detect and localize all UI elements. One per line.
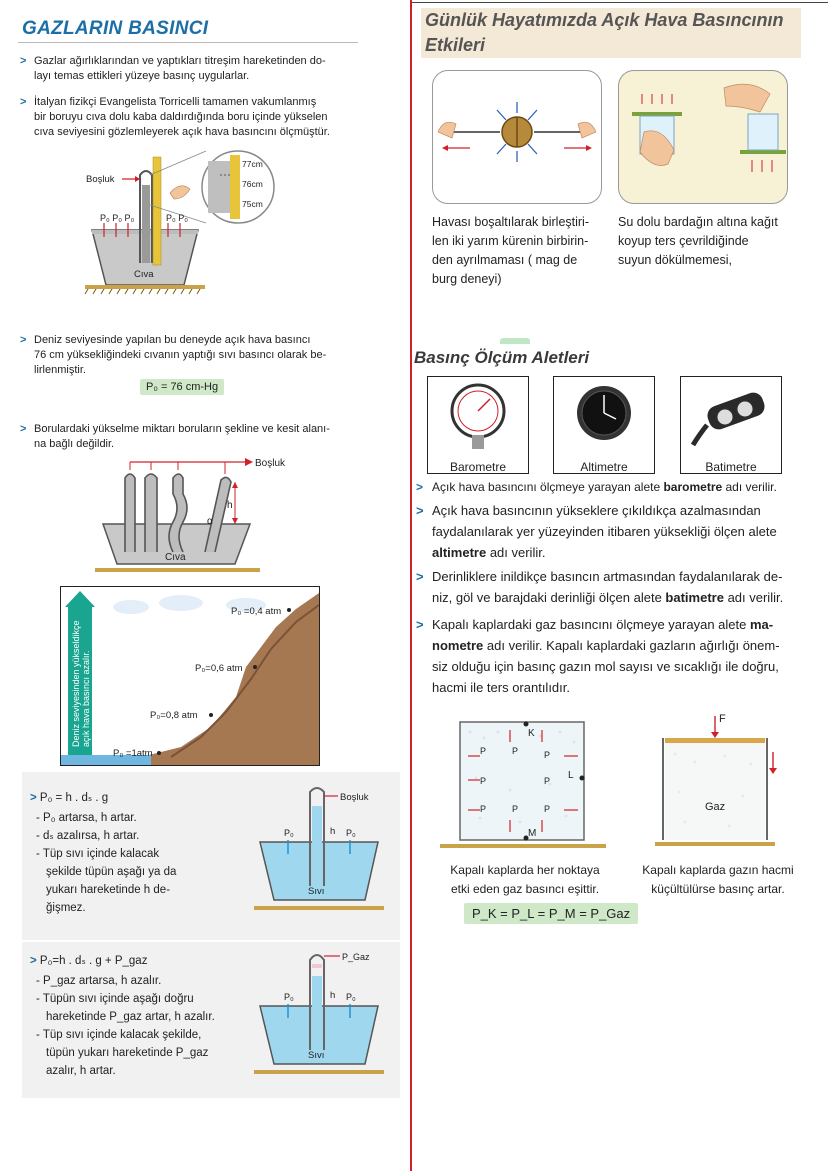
altimetre-label: Altimetre [580,460,628,474]
barometre-label: Barometre [449,460,507,474]
section-title-daily-life: Günlük Hayatımızda Açık Hava Basıncının … [421,8,801,58]
svg-text:P: P [544,750,550,760]
label-civa-2: Cıva [165,552,186,563]
svg-text:P: P [480,776,486,786]
label-77cm: 77cm [242,159,263,169]
arrow-text-2: açık hava basıncı azalır. [81,650,91,747]
batimetre-icon [690,392,765,447]
glass-figure [632,83,786,172]
bullet-arrow-icon: > [20,334,27,346]
label-p1: P₀ =1atm [113,748,153,759]
box1-formula: > P₀ = h . dₛ . g [30,792,109,804]
caption-magdeburg: Havası boşaltılarak birleştiri- len iki … [432,215,589,286]
svg-text:P: P [544,776,550,786]
bullet-arrow-icon: > [20,96,27,108]
section-title-instruments: Basınç Ölçüm Aletleri [414,348,590,367]
bullet-arrow-icon: > [416,617,424,632]
bullet-torricelli: > İtalyan fizikçi Evangelista Torricelli… [20,96,330,138]
mountain-figure: Deniz seviyesinden yükseldikçe açık hava… [61,591,319,765]
bullet-sea-level: > Deniz seviyesinde yapılan bu deneyde a… [20,334,327,376]
box2-figure: P_Gaz h P₀ P₀ Sıvı [254,952,384,1074]
caption-closed-container: Kapalı kaplarda her noktaya etki eden ga… [450,863,600,896]
barometre-card: Barometre [427,376,529,474]
label-76cm: 76cm [242,179,263,189]
batimetre-label: Batimetre [705,460,757,474]
bullet-gas-pressure: > Gazlar ağırlıklarından ve yaptıkları t… [20,55,326,82]
box2-sivi: Sıvı [308,1050,324,1061]
label-gaz: Gaz [705,801,725,813]
label-bosluk: Boşluk [86,174,115,185]
altimetre-card: Altimetre [553,376,655,474]
arrow-text-1: Deniz seviyesinden yükseldikçe [71,620,81,747]
box2-formula: > P₀=h . dₛ . g + P_gaz [30,955,148,967]
formula-p0-76cm: P₀ = 76 cm-Hg [140,379,225,395]
svg-text:P: P [480,804,486,814]
box1-figure: Boşluk h P₀ P₀ Sıvı [254,787,384,910]
bullet-batimetre: > Derinliklere inildikçe basıncın artmas… [416,566,802,608]
magdeburg-figure [437,102,597,162]
box1-bosluk: Boşluk [340,792,369,803]
label-p08: P₀=0,8 atm [150,710,198,721]
bullet-arrow-icon: > [416,569,424,584]
label-m: M [528,828,536,839]
bullet-arrow-icon: > [416,503,424,518]
caption-glass: Su dolu bardağın altına kağıt koyup ters… [618,215,778,267]
box1-h: h [330,826,335,837]
closed-container-figure: K L M P P P P P P P P [440,721,606,848]
box2-p0-right: P₀ [346,992,356,1002]
label-h: h [227,500,233,511]
box2-p0-left: P₀ [284,992,294,1002]
box2-h: h [330,990,335,1001]
svg-text:P: P [480,746,486,756]
svg-text:P: P [512,746,518,756]
tubes-figure: Boşluk h α Cıva [95,458,286,572]
label-p06: P₀=0,6 atm [195,663,243,674]
svg-text:P: P [512,804,518,814]
svg-text:P: P [544,804,550,814]
section-title-gas-pressure: GAZLARIN BASINCI [22,18,209,39]
label-k: K [528,728,535,739]
caption-piston: Kapalı kaplarda gazın hacmi küçültülürse… [642,863,794,896]
box1-rules: - P₀ artarsa, h artar. - dₛ azalırsa, h … [36,812,177,914]
box1-p0-right: P₀ [346,828,356,838]
column-divider [410,0,412,1171]
label-f: F [719,713,726,725]
magdeburg-figure-frame [432,70,602,204]
bullet-arrow-icon: > [20,423,27,435]
box1-p0-left: P₀ [284,828,294,838]
box1-sivi: Sıvı [308,886,324,897]
box2-pgaz: P_Gaz [342,952,370,962]
top-rule [412,2,828,3]
bullet-tube-shape: > Borulardaki yükselme miktarı boruların… [20,423,330,450]
bullet-altimetre: > Açık hava basıncının yükseklere çıkıld… [416,500,802,563]
torricelli-figure: 77cm 76cm 75cm Boşluk P₀ P₀ P₀ P₀ P₀ Cıv… [84,150,275,295]
label-75cm: 75cm [242,199,263,209]
bullet-manometre: > Kapalı kaplardaki gaz basıncını ölçmey… [416,614,802,698]
formula-equal-pressure: P_K = P_L = P_M = P_Gaz [464,903,639,924]
label-p04: P₀ =0,4 atm [231,606,281,617]
label-alpha: α [207,516,213,527]
tab-decoration [500,338,530,344]
title-underline [18,42,358,43]
batimetre-card: Batimetre [680,376,782,474]
box2-rules: - P_gaz artarsa, h azalır. - Tüpün sıvı … [36,975,215,1077]
label-l: L [568,770,574,781]
barometre-icon [450,383,506,449]
bullet-barometre: > Açık hava basıncını ölçmeye yarayan al… [416,477,802,498]
label-p0-right: P₀ P₀ [166,213,188,223]
label-civa: Cıva [134,269,154,280]
altimetre-icon [577,386,631,440]
label-p0: P₀ P₀ P₀ [100,213,134,223]
piston-figure: F Gaz [655,713,777,846]
label-bosluk-2: Boşluk [255,458,286,469]
bullet-arrow-icon: > [20,55,27,67]
bullet-arrow-icon: > [416,480,424,494]
